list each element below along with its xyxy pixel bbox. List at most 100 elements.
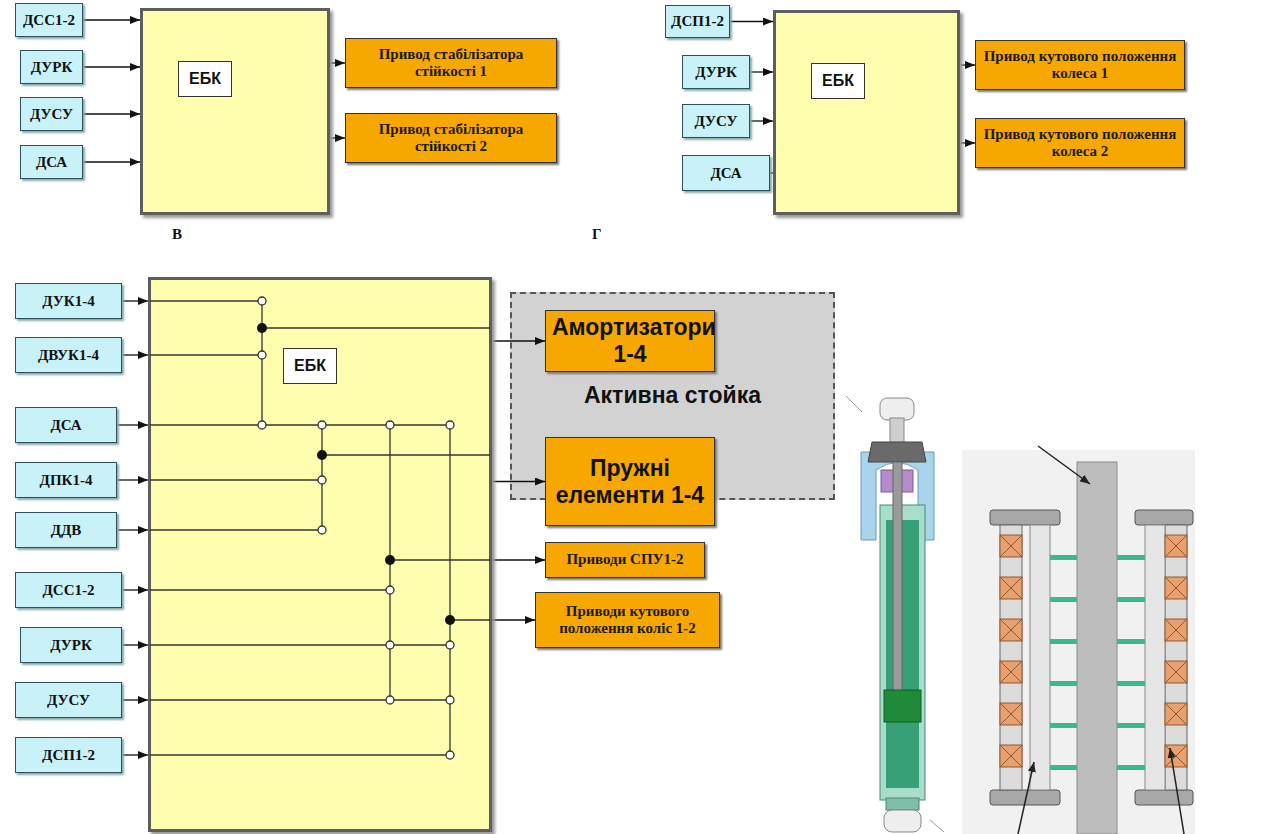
open-junctions [386, 586, 394, 594]
region-title: Активна стойка [512, 382, 833, 409]
signal-arrow [750, 120, 773, 121]
signal-arrow [330, 137, 345, 138]
signal-arrow [122, 754, 148, 755]
coil-windings [1000, 577, 1022, 599]
sensor-box: ДСА [15, 407, 117, 443]
actuator-section [1000, 525, 1022, 790]
coil-windings [1117, 723, 1145, 728]
coil-windings [1165, 703, 1187, 725]
coil-windings [1050, 639, 1077, 644]
open-junctions [446, 641, 454, 649]
signal-arrow [492, 619, 535, 620]
filled-junctions [257, 323, 455, 625]
figure-letter: В [172, 226, 182, 243]
wires [150, 699, 450, 700]
shock-absorber [886, 798, 919, 810]
open-junctions [446, 696, 454, 704]
box-label: ДУРК [31, 59, 73, 76]
box-label: ДУРК [695, 64, 737, 81]
coil-windings [1000, 535, 1187, 770]
wires [322, 454, 490, 455]
coil-windings [1050, 681, 1077, 686]
coil-windings [1050, 765, 1077, 770]
sensor-box: ДУК1-4 [15, 283, 122, 319]
wires [261, 301, 262, 425]
actuator-section [1135, 790, 1193, 805]
signal-arrow [122, 300, 148, 301]
shock-absorber [846, 396, 944, 832]
box-label: ДСС1-2 [43, 582, 95, 599]
unit-label: ЕБК [178, 61, 232, 97]
coil-windings [1165, 703, 1187, 725]
open-junctions [318, 476, 326, 484]
box-label: Приводи СПУ1-2 [560, 551, 689, 568]
actuator-section [1038, 446, 1090, 484]
coil-windings [1165, 661, 1187, 683]
coil-windings [1000, 619, 1022, 641]
box-label: ДУСУ [30, 106, 73, 123]
control-unit: ЕБК [148, 277, 492, 832]
box-label: ДВУК1-4 [38, 347, 99, 364]
coil-windings [1165, 535, 1187, 557]
signal-arrow [117, 479, 148, 480]
actuator-box: Амортизатори 1-4 [545, 310, 715, 372]
signal-arrow [117, 529, 148, 530]
shock-absorber [930, 820, 944, 832]
signal-arrow [83, 66, 140, 67]
sensor-box: ДСП1-2 [665, 5, 730, 38]
actuator-section [1030, 525, 1050, 790]
wires [262, 327, 490, 328]
coil-windings [1000, 745, 1022, 767]
coil-windings [1117, 639, 1145, 644]
open-junctions [386, 421, 394, 429]
active-strut-region: Амортизатори 1-4Пружні елементи 1-4Актив… [510, 292, 835, 500]
coil-windings [1165, 619, 1187, 641]
actuator-box: Привод стабілізатора стійкості 2 [345, 113, 557, 163]
open-junctions [258, 297, 266, 305]
wires [150, 354, 262, 355]
box-label: Пружні елементи 1-4 [546, 455, 714, 509]
shock-absorber [868, 442, 926, 462]
box-label: ДУК1-4 [42, 293, 94, 310]
coil-windings [1050, 555, 1077, 560]
actuator-section [1165, 525, 1187, 790]
coil-windings [1165, 745, 1187, 767]
open-junctions [318, 421, 326, 429]
coil-windings [1000, 703, 1022, 725]
sensor-box: ДДВ [15, 512, 117, 548]
wires [450, 619, 490, 620]
box-label: ДСП1-2 [42, 747, 95, 764]
coil-windings [1000, 661, 1022, 683]
actuator-section [1170, 748, 1184, 834]
signal-arrow [83, 113, 140, 114]
box-label: ДСА [710, 165, 741, 182]
filled-junctions [445, 615, 455, 625]
actuator-section [990, 510, 1060, 525]
actuator-section [1018, 762, 1034, 834]
actuator-box: Приводи кутового положення коліс 1-2 [535, 592, 720, 648]
actuator-section [1145, 525, 1165, 790]
actuator-section [1077, 462, 1117, 834]
sensor-box: ДПК1-4 [15, 462, 117, 498]
filled-junctions [385, 555, 395, 565]
coil-windings [1000, 535, 1022, 557]
coil-windings [1165, 745, 1187, 767]
open-junctions [386, 696, 394, 704]
signal-arrow [117, 424, 148, 425]
box-label: Привод стабілізатора стійкості 2 [346, 121, 556, 156]
shock-absorber [884, 810, 921, 832]
wires [150, 529, 322, 530]
signal-arrow [122, 699, 148, 700]
coil-windings [1000, 703, 1022, 725]
sensor-box: ДСП1-2 [15, 737, 122, 773]
filled-junctions [317, 450, 327, 460]
coil-windings [1050, 723, 1077, 728]
open-junctions [258, 351, 266, 359]
sensor-box: ДУСУ [20, 97, 83, 131]
control-unit: ЕБК [773, 10, 960, 215]
signal-arrow [960, 142, 975, 143]
sensor-box: ДСС1-2 [15, 3, 83, 37]
wires [150, 589, 390, 590]
box-label: ДСП1-2 [671, 13, 724, 30]
wires [150, 754, 450, 755]
